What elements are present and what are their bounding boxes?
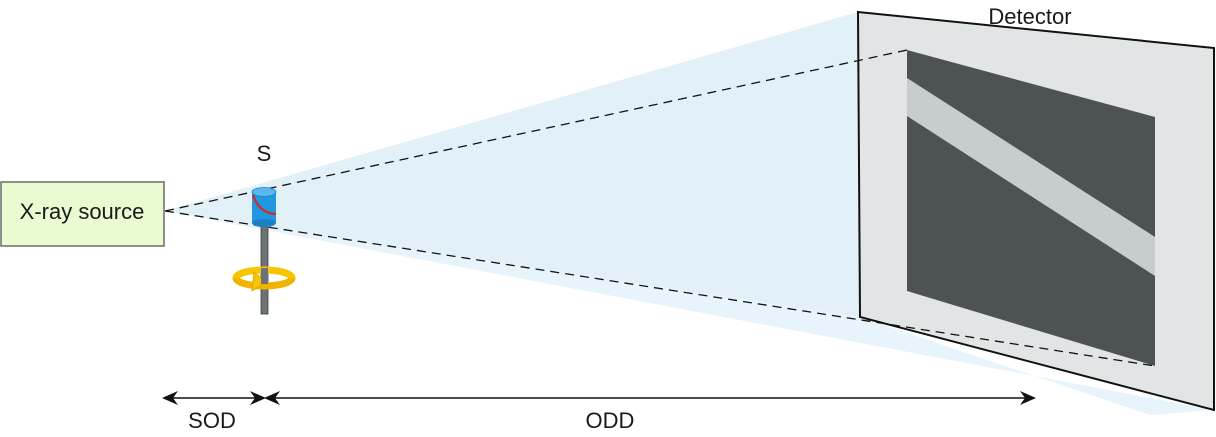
sample-label: S [257,141,272,166]
sample-feature-curve [251,194,277,216]
xray-source: X-ray source [0,181,165,247]
detector [856,10,1215,412]
projection-lines [164,49,1156,367]
projection-line-top [164,49,908,212]
odd-arrow: ODD [264,391,1036,433]
sample-assembly: S [232,141,296,315]
sod-label: SOD [188,408,236,433]
projection-line-bottom [164,210,1156,367]
xray-source-label: X-ray source [20,199,145,224]
beam-cone-core [165,12,860,317]
projected-sample-band [907,78,1155,276]
xray-source-box [0,181,165,247]
odd-label: ODD [586,408,635,433]
detector-label: Detector [988,4,1071,29]
sod-arrow: SOD [162,391,266,433]
sample-cylinder [251,187,277,227]
